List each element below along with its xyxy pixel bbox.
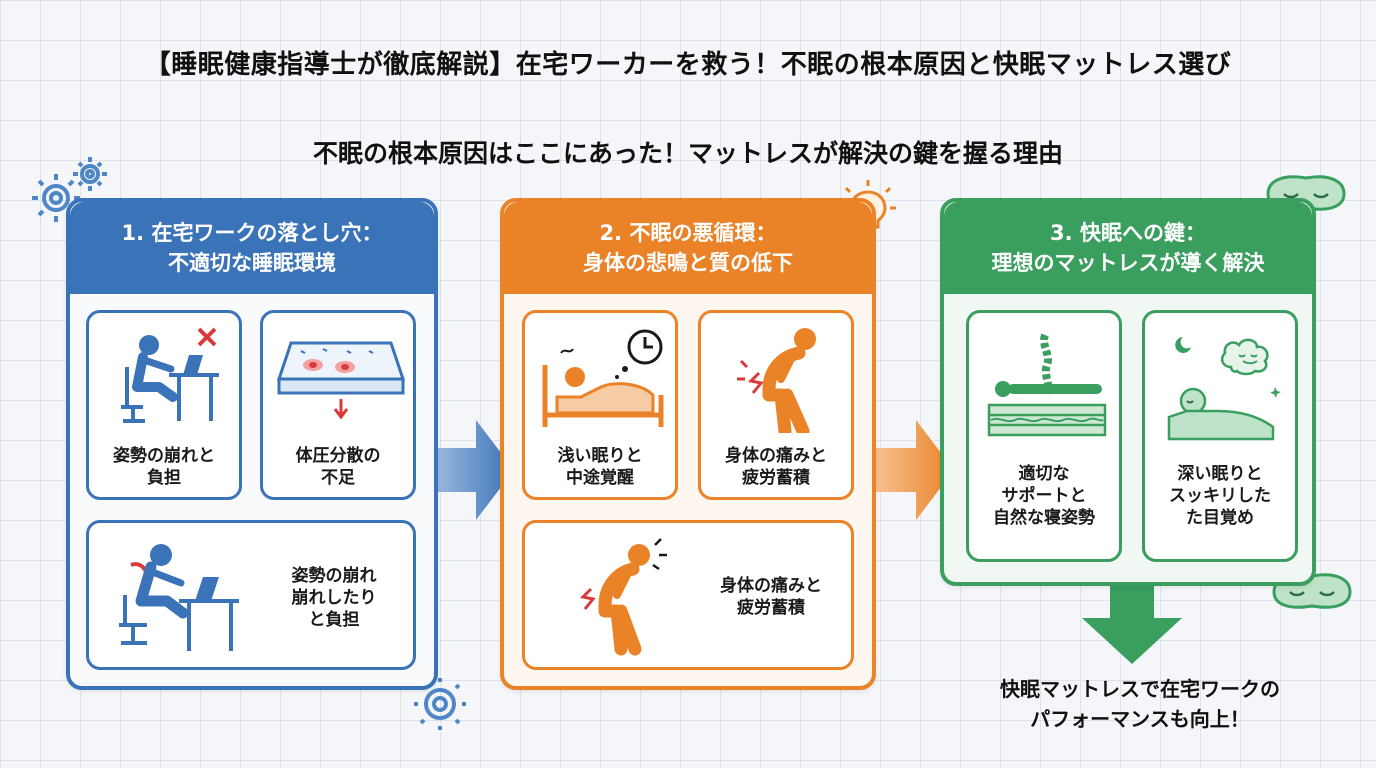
conclusion-text: 快眠マットレスで在宅ワークの パフォーマンスも向上！ [930, 674, 1350, 734]
panel-2-title-line2: 身体の悲鳴と質の低下 [583, 251, 793, 275]
panel-vicious-cycle: 2. 不眠の悪循環： 身体の悲鳴と質の低下 浅い眠りと 中途覚醒 身体の痛みと … [500, 198, 876, 690]
back-pain-icon [579, 538, 667, 656]
card-label-line1: 深い眠りと [1177, 464, 1263, 484]
card-pressure-distribution: 体圧分散の 不足 [260, 310, 416, 500]
gear-icon [414, 678, 466, 730]
card-shallow-sleep: 浅い眠りと 中途覚醒 [522, 310, 678, 500]
card-label-line1: 身体の痛みと [720, 576, 822, 596]
card-label-line2: 負担 [147, 468, 181, 488]
spine-support-icon [987, 333, 1107, 437]
peaceful-sleep-icon [1167, 337, 1281, 441]
arrow-right-icon [876, 420, 954, 520]
card-label-line1: 体圧分散の [295, 446, 381, 466]
card-body-pain: 身体の痛みと 疲労蓄積 [698, 310, 854, 500]
gear-icon [32, 157, 107, 222]
panel-solution: 3. 快眠への鍵： 理想のマットレスが導く解決 適切な サポートと 自然な寝姿勢… [940, 198, 1316, 586]
panel-3-title-line1: 3. 快眠への鍵： [1050, 221, 1206, 245]
panel-3-header: 3. 快眠への鍵： 理想のマットレスが導く解決 [944, 202, 1312, 294]
panel-1-header: 1. 在宅ワークの落とし穴： 不適切な睡眠環境 [70, 202, 434, 294]
card-posture-strain-wide: 姿勢の崩れ 崩れしたり と負担 [86, 520, 416, 670]
card-label-line1: 適切な [1018, 464, 1070, 484]
conclusion-line2: パフォーマンスも向上！ [1030, 707, 1250, 731]
card-label-line2: 不足 [321, 468, 355, 488]
main-title: 【睡眠健康指導士が徹底解説】在宅ワーカーを救う！不眠の根本原因と快眠マットレス選… [144, 50, 1232, 80]
restless-sleep-icon [542, 329, 664, 427]
card-label-line2: スッキリした [1169, 486, 1271, 506]
conclusion-line1: 快眠マットレスで在宅ワークの [1000, 677, 1280, 701]
card-deep-sleep: 深い眠りと スッキリした た目覚め [1142, 310, 1298, 562]
card-label-line1: 姿勢の崩れと [113, 446, 215, 466]
panel-workplace-pitfall: 1. 在宅ワークの落とし穴： 不適切な睡眠環境 姿勢の崩れと 負担 体圧分散の … [66, 198, 438, 690]
card-label-line1: 姿勢の崩れ [291, 566, 377, 586]
panel-1-title-line1: 1. 在宅ワークの落とし穴： [121, 221, 383, 245]
mattress-icon [276, 341, 406, 420]
desk-worker-icon [121, 327, 219, 423]
card-label-line2: 崩れしたり [291, 588, 377, 608]
arrow-right-icon [436, 420, 514, 520]
card-label-line3: た目覚め [1186, 508, 1254, 528]
card-label-line1: 身体の痛みと [725, 446, 827, 466]
hunched-worker-icon [119, 544, 239, 651]
card-label-line1: 浅い眠りと [557, 446, 643, 466]
sub-title: 不眠の根本原因はここにあった！マットレスが解決の鍵を握る理由 [312, 139, 1063, 168]
panel-1-title-line2: 不適切な睡眠環境 [168, 251, 336, 275]
back-pain-icon [737, 328, 816, 433]
panel-2-header: 2. 不眠の悪循環： 身体の悲鳴と質の低下 [504, 202, 872, 294]
card-posture-strain: 姿勢の崩れと 負担 [86, 310, 242, 500]
card-label-line2: 中途覚醒 [566, 468, 634, 488]
arrow-down-icon [1082, 578, 1182, 664]
card-label-line2: 疲労蓄積 [742, 468, 810, 488]
card-body-pain-wide: 身体の痛みと 疲労蓄積 [522, 520, 854, 670]
card-label-line2: 疲労蓄積 [737, 598, 805, 618]
card-label-line3: と負担 [308, 610, 360, 630]
card-label-line3: 自然な寝姿勢 [993, 508, 1095, 528]
panel-3-title-line2: 理想のマットレスが導く解決 [991, 251, 1265, 275]
card-label-line2: サポートと [1001, 486, 1087, 506]
card-proper-support: 適切な サポートと 自然な寝姿勢 [966, 310, 1122, 562]
panel-2-title-line1: 2. 不眠の悪循環： [599, 221, 777, 245]
